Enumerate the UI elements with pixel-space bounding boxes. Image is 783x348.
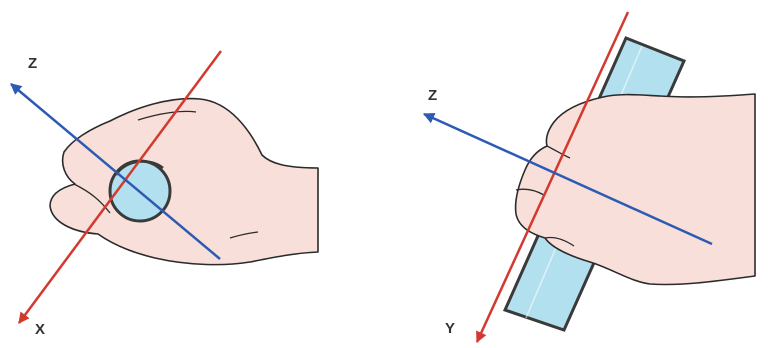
right-y-label: Y	[445, 320, 455, 337]
left-z-label: Z	[28, 55, 37, 72]
left-panel: Z X	[11, 51, 318, 338]
left-hand	[50, 99, 318, 265]
right-z-label: Z	[428, 87, 437, 104]
left-x-label: X	[35, 321, 45, 338]
right-panel: Z Y	[424, 12, 755, 342]
